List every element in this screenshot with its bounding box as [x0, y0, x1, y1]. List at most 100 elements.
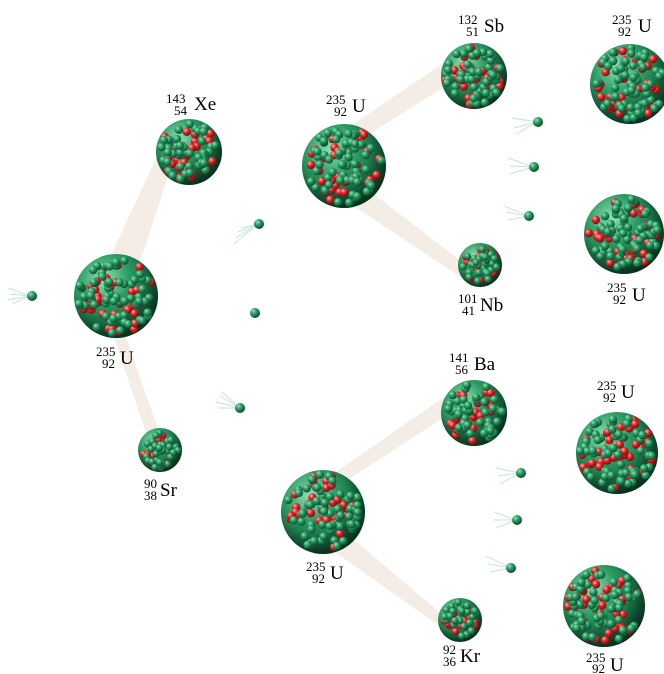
proton-particle	[372, 170, 381, 180]
neutron-particle	[353, 501, 362, 510]
neutron-particle	[480, 397, 489, 407]
neutron-particle	[460, 622, 468, 631]
atomic-number: 41	[462, 303, 475, 318]
atomic-number: 36	[443, 654, 457, 669]
proton-particle	[468, 436, 477, 445]
neutron-particle	[645, 253, 654, 262]
neutron-9	[506, 563, 516, 573]
neutron-particle	[488, 404, 498, 413]
neutron-particle	[490, 255, 498, 263]
mass-number: 90	[144, 476, 157, 491]
neutron-5	[529, 162, 539, 172]
proton-particle	[208, 157, 217, 166]
neutron-particle	[586, 472, 596, 482]
neutron-particle	[612, 234, 621, 244]
neutron-particle	[588, 446, 597, 455]
neutron-particle	[614, 634, 624, 643]
neutron-particle	[324, 155, 334, 164]
label-u235-third: 235 92 U	[306, 559, 344, 586]
neutron-particle	[298, 509, 307, 518]
neutron-particle	[618, 245, 627, 254]
element-symbol: Kr	[460, 646, 481, 667]
element-symbol: Nb	[480, 295, 503, 316]
neutron-particle	[176, 162, 185, 171]
neutron-particle	[606, 251, 615, 261]
neutron-particle	[151, 463, 159, 471]
nucleus-labels: 235 92 U 143 54 Xe 90 38 Sr 235 92 U 132…	[96, 12, 652, 674]
mass-number: 235	[326, 92, 346, 107]
neutron-particle	[577, 617, 586, 626]
atomic-number: 92	[613, 292, 626, 307]
trail-u1-xe	[105, 150, 175, 268]
neutron-particle	[641, 471, 650, 480]
neutron-particle	[337, 160, 347, 169]
neutron-particle	[124, 320, 133, 329]
neutron-particle	[463, 421, 472, 430]
neutron-particle	[463, 252, 472, 260]
neutron-particle	[463, 602, 471, 610]
neutron-particle	[130, 275, 139, 285]
neutron-particle	[622, 235, 632, 244]
atomic-number: 92	[312, 571, 325, 586]
neutron-particle	[448, 390, 457, 400]
neutron-particle	[645, 439, 654, 448]
neutron-particle	[211, 141, 220, 150]
neutron-particle	[323, 129, 332, 138]
neutron-particle	[484, 275, 492, 283]
fragment-trails	[105, 60, 470, 630]
neutron-particle	[490, 395, 499, 404]
proton-particle	[629, 209, 638, 218]
neutron-particle	[319, 532, 328, 541]
neutron-particle	[603, 227, 612, 237]
neutron-particle	[621, 57, 630, 66]
neutron-particle	[333, 198, 343, 207]
neutron-particle	[185, 168, 195, 178]
neutron-incoming	[27, 291, 37, 301]
neutron-particle	[163, 157, 172, 166]
neutron-particle	[614, 430, 623, 439]
neutron-tails	[7, 117, 538, 573]
neutron-particle	[495, 64, 505, 73]
neutron-particle	[636, 224, 645, 233]
neutron-particle	[336, 490, 345, 499]
neutron-particle	[339, 536, 348, 546]
neutron-particle	[623, 573, 632, 583]
atomic-number: 92	[603, 390, 616, 405]
neutron-particle	[107, 328, 117, 338]
neutron-particle	[347, 520, 356, 529]
atomic-number: 92	[334, 104, 347, 119]
proton-particle	[582, 595, 591, 604]
neutron-particle	[638, 62, 648, 72]
neutron-8	[512, 515, 522, 525]
neutron-particle	[311, 183, 320, 192]
trail-u1-sr	[108, 320, 162, 445]
neutron-particle	[601, 593, 611, 603]
neutron-particle	[165, 443, 173, 451]
neutron-particle	[621, 468, 631, 478]
neutron-particle	[88, 265, 98, 275]
neutron-particle	[444, 59, 453, 68]
neutron-particle	[319, 136, 329, 146]
neutron-particle	[622, 419, 631, 428]
neutron-particle	[92, 323, 102, 332]
neutron-particle	[362, 187, 372, 196]
neutron-particle	[486, 56, 495, 65]
neutron-particle	[645, 241, 655, 250]
neutron-particle	[619, 214, 629, 223]
neutron-particle	[361, 150, 370, 160]
label-sb132: 132 51 Sb	[458, 12, 504, 39]
neutron-particle	[635, 235, 644, 245]
neutron-particle	[627, 624, 636, 633]
neutron-particle	[452, 49, 461, 59]
proton-particle	[359, 130, 369, 139]
neutron-particle	[168, 171, 177, 180]
neutron-particle	[320, 498, 329, 507]
neutron-particle	[475, 269, 483, 277]
neutron-particle	[450, 89, 460, 98]
neutron-particle	[312, 166, 321, 176]
neutron-particle	[458, 607, 466, 615]
neutron-particle	[318, 520, 327, 529]
neutron-particle	[603, 61, 613, 71]
neutron-particle	[350, 159, 359, 169]
neutron-particle	[641, 83, 650, 93]
